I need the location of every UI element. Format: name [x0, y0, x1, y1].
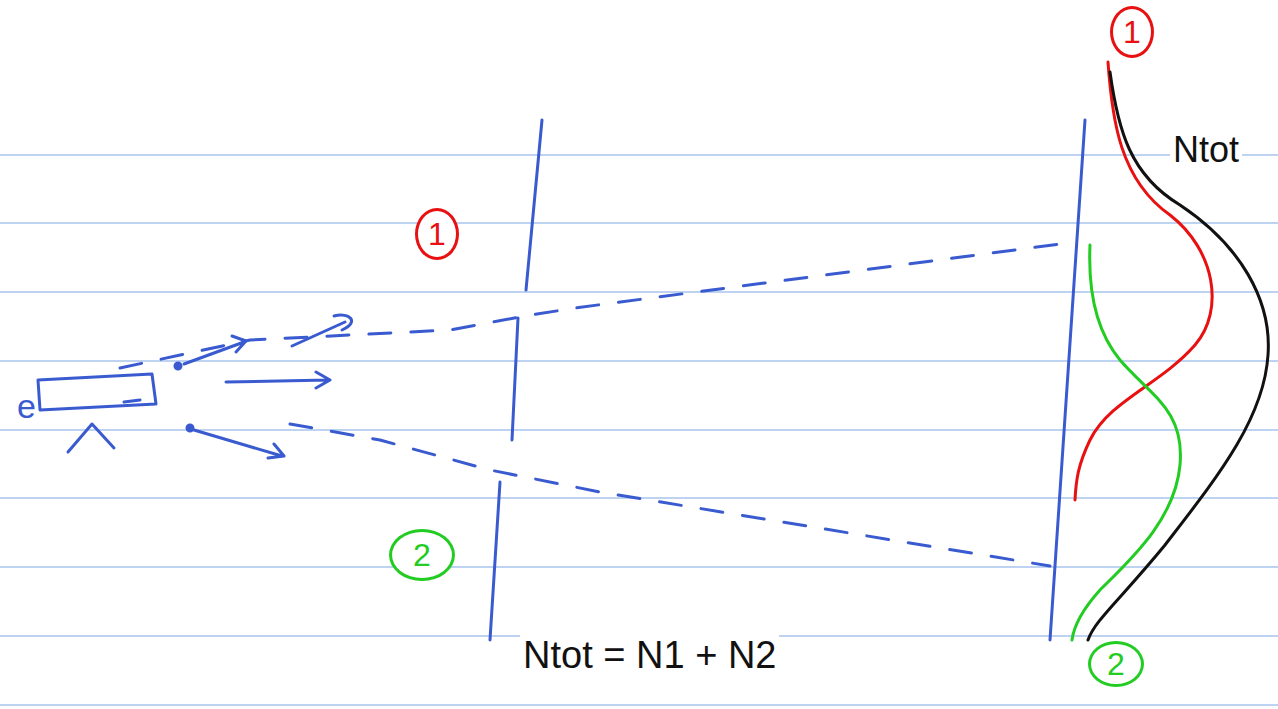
total-distribution: [1088, 72, 1268, 640]
double-slit-barrier: [490, 120, 542, 640]
electron-gun: [38, 374, 156, 452]
electron-paths: [120, 242, 1075, 566]
sum-equation: Ntot = N1 + N2: [520, 635, 779, 677]
circled-number: 1: [428, 218, 446, 250]
circled-number: 2: [413, 539, 431, 571]
detector-screen: [1050, 120, 1085, 640]
slit-number: 1: [415, 208, 459, 260]
slit-1-distribution: [1075, 62, 1212, 500]
curve-number: 2: [1088, 641, 1144, 687]
circled-number: 1: [1123, 16, 1141, 48]
total-count-label: Ntot: [1170, 130, 1242, 170]
slit-number: 2: [389, 529, 455, 581]
ruled-lines: [0, 155, 1278, 705]
curve-number: 1: [1110, 6, 1154, 58]
slit-2-distribution: [1072, 245, 1180, 640]
electron-arrows: [175, 315, 352, 458]
electron-symbol: e: [14, 388, 39, 425]
circled-number: 2: [1107, 648, 1125, 680]
